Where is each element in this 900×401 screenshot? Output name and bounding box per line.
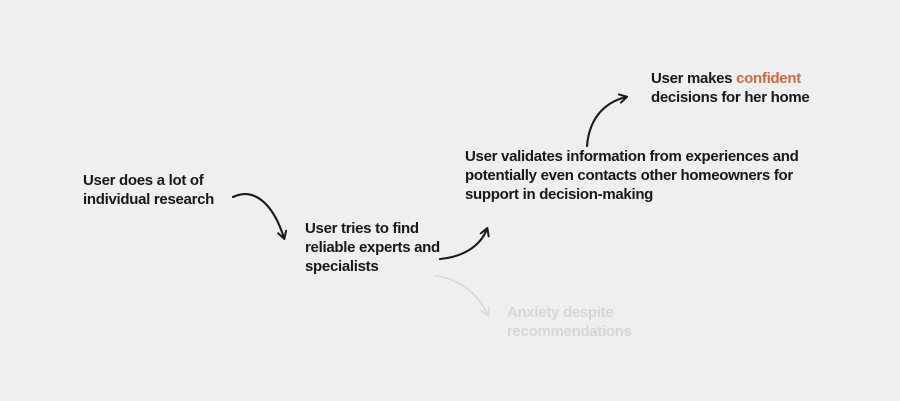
arrow-experts-to-validates-icon: [438, 227, 490, 261]
arrow-experts-to-anxiety-icon: [434, 274, 491, 317]
node-individual-research[interactable]: User does a lot of individual research: [83, 172, 215, 208]
confident-line1-text: User makes: [651, 70, 737, 87]
node-validates-information[interactable]: User validates information from experien…: [465, 148, 799, 203]
arrow-validates-to-confident-icon: [585, 93, 629, 148]
confident-accent-word: confident: [736, 70, 801, 87]
node-anxiety[interactable]: Anxiety despite recommendations: [507, 304, 632, 340]
node-find-experts[interactable]: User tries to find reliable experts and …: [305, 220, 440, 275]
confident-line2-text: decisions for her home: [651, 89, 810, 106]
node-confident-decisions[interactable]: User makes confident decisions for her ho…: [651, 69, 810, 107]
arrow-research-to-experts-icon: [231, 193, 288, 240]
